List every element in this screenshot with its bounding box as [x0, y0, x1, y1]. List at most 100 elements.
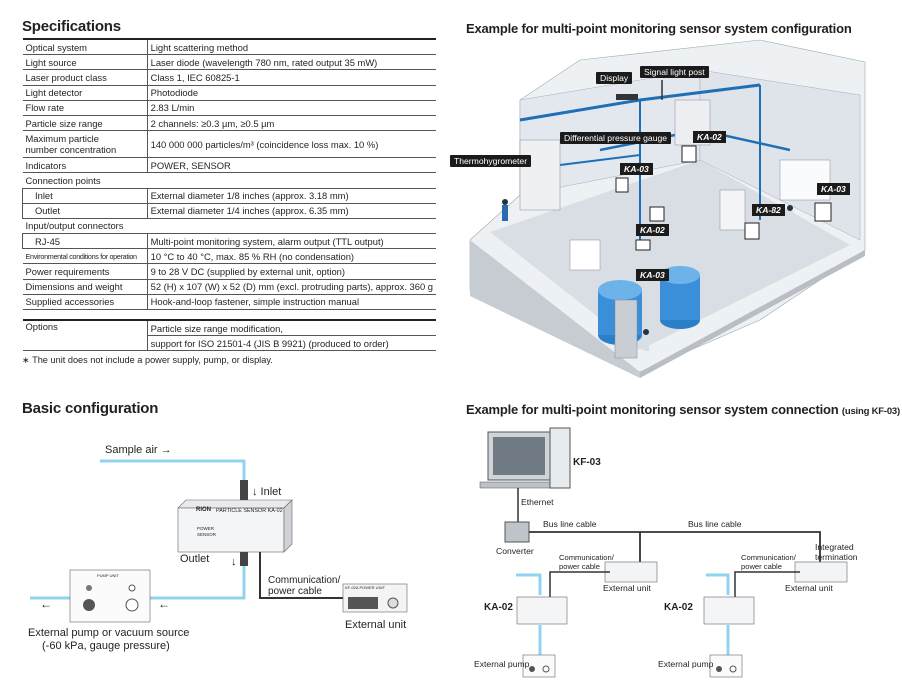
spec-value: Laser diode (wavelength 780 nm, rated ou…	[147, 54, 436, 71]
spec-label: Options	[22, 319, 148, 352]
inlet-label: ↓ Inlet	[252, 486, 282, 498]
spec-label: Flow rate	[22, 100, 148, 116]
outlet-label: Outlet	[180, 553, 210, 565]
spec-label: Light source	[22, 54, 148, 71]
spec-value: Light scattering method	[147, 38, 436, 56]
spec-row: Connection points	[22, 172, 436, 189]
spec-note: ∗ The unit does not include a power supp…	[22, 355, 273, 365]
spec-value: External diameter 1/8 inches (approx. 3.…	[147, 188, 436, 204]
spec-value: support for ISO 21501-4 (JIS B 9921) (pr…	[147, 335, 436, 352]
spec-label: Indicators	[22, 157, 148, 174]
spec-value: 2 channels: ≥0.3 µm, ≥0.5 µm	[147, 115, 436, 132]
spec-value: Particle size range modification,	[147, 319, 436, 337]
pump-pressure-label: (-60 kPa, gauge pressure)	[42, 640, 170, 652]
spec-value: External diameter 1/4 inches (approx. 6.…	[147, 203, 436, 219]
comm-cable-label-a: Communication/power cable	[559, 553, 614, 571]
external-pump-label-a: External pump	[474, 659, 530, 669]
comm-cable-label-b: Communication/power cable	[741, 553, 796, 571]
sensor-brand: RION	[196, 507, 211, 513]
external-unit-label-a: External unit	[603, 583, 651, 593]
comm-cable-label: Communication/power cable	[268, 575, 341, 597]
spec-value: 10 °C to 40 °C, max. 85 % RH (no condens…	[147, 248, 436, 265]
outlet-arrow: ↓	[231, 556, 237, 568]
bus-cable-label-2: Bus line cable	[688, 519, 742, 529]
spec-value: 2.83 L/min	[147, 100, 436, 116]
cleanroom-illustration	[469, 39, 866, 378]
spec-label: Outlet	[22, 203, 148, 219]
pump-arrow-in: ←	[158, 597, 170, 611]
kf03-label: KF-03	[573, 457, 601, 468]
basic-config-diagram	[30, 459, 408, 623]
sample-air-label: Sample air →	[105, 444, 172, 456]
converter-label: Converter	[496, 546, 534, 556]
pump-unit-nameplate: PUMP UNIT	[97, 573, 119, 578]
tag-ka03-lower: KA-03	[636, 269, 669, 281]
external-unit-label-b: External unit	[785, 583, 833, 593]
basic-config-title: Basic configuration	[22, 400, 159, 417]
spec-label: Power requirements	[22, 263, 148, 280]
sensor-indicator: SENSOR	[197, 532, 217, 537]
power-indicator: POWER	[197, 526, 215, 531]
tag-signal-light-post: Signal light post	[640, 66, 709, 78]
spec-value: Photodiode	[147, 85, 436, 101]
spec-value: 140 000 000 particles/m³ (coincidence lo…	[147, 130, 436, 159]
spec-value: Multi-point monitoring system, alarm out…	[147, 233, 436, 250]
spec-label: Dimensions and weight	[22, 279, 148, 295]
tag-thermohygrometer: Thermohygrometer	[450, 155, 532, 167]
sensor-model: PARTICLE SENSOR KA-02	[216, 508, 283, 514]
connection-title: Example for multi-point monitoring senso…	[466, 402, 900, 417]
external-pump-label-b: External pump	[658, 659, 714, 669]
tag-differential-pressure-gauge: Differential pressure gauge	[560, 132, 672, 144]
ext-unit-nameplate: KF-02A POWER UNIT	[345, 585, 386, 590]
pump-arrow-out: ←	[40, 597, 52, 611]
spec-label: Environmental conditions for operation	[22, 248, 148, 265]
ka02-left-label: KA-02	[484, 602, 513, 613]
spec-group-label: Connection points	[22, 172, 436, 189]
tag-display: Display	[596, 72, 633, 84]
spec-value: 52 (H) x 107 (W) x 52 (D) mm (excl. prot…	[147, 279, 436, 295]
spec-label: Particle size range	[22, 115, 148, 132]
spec-title: Specifications	[22, 18, 121, 35]
tag-ka82: KA-82	[752, 204, 785, 216]
spec-value: POWER, SENSOR	[147, 157, 436, 174]
config-example-title: Example for multi-point monitoring senso…	[466, 21, 852, 36]
spec-label: Supplied accessories	[22, 294, 148, 311]
spec-label: Inlet	[22, 188, 148, 204]
pump-label: External pump or vacuum source	[28, 627, 190, 639]
spec-label: Optical system	[22, 38, 148, 56]
tag-ka02-middle: KA-02	[636, 224, 669, 236]
spec-label: Laser product class	[22, 69, 148, 86]
external-unit-label: External unit	[345, 619, 407, 631]
tag-ka02-upper: KA-02	[693, 131, 726, 143]
ethernet-label: Ethernet	[521, 497, 554, 507]
spec-value: Hook-and-loop fastener, simple instructi…	[147, 294, 436, 311]
ka02-right-label: KA-02	[664, 602, 693, 613]
spec-group-label: Input/output connectors	[22, 218, 436, 235]
spec-label: Light detector	[22, 85, 148, 101]
spec-value: Class 1, IEC 60825-1	[147, 69, 436, 86]
spec-label: RJ-45	[22, 233, 148, 250]
connection-diagram	[479, 427, 848, 678]
spec-row: Input/output connectors	[22, 218, 436, 235]
tag-ka03-right: KA-03	[817, 183, 850, 195]
bus-cable-label-1: Bus line cable	[543, 519, 597, 529]
